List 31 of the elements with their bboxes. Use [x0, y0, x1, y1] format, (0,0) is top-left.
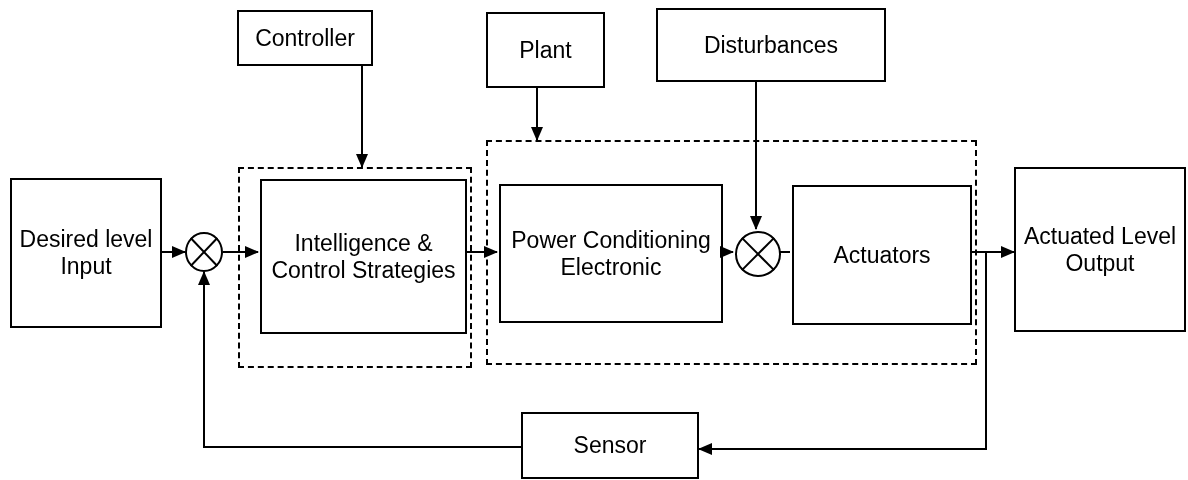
arrow — [698, 251, 987, 455]
arrow — [464, 246, 498, 258]
block-label: Desired level Input — [18, 226, 154, 280]
block-box — [10, 178, 162, 328]
dashed-group-box — [238, 167, 472, 368]
block-label: Plant — [518, 36, 573, 64]
summing-junction — [735, 231, 781, 277]
block-box — [792, 185, 972, 325]
dashed-group-box — [486, 140, 977, 365]
block-label: Power Conditioning Electronic — [510, 226, 712, 281]
block-label: Actuators — [832, 241, 932, 269]
block-box — [499, 184, 723, 323]
arrow — [720, 246, 734, 258]
block-box — [1014, 167, 1186, 332]
arrow — [198, 271, 522, 448]
block-label: Controller — [254, 24, 356, 52]
arrow — [222, 246, 259, 258]
block-label: Intelligence & Control Strategies — [270, 229, 457, 284]
block-label: Actuated Level Output — [1022, 222, 1178, 277]
block-label: Sensor — [572, 432, 648, 459]
arrow — [161, 246, 186, 258]
block-box — [486, 12, 605, 88]
block-box — [260, 179, 467, 334]
block-box — [237, 10, 373, 66]
summing-junction — [185, 232, 223, 272]
arrow — [750, 81, 762, 230]
block-box — [521, 412, 699, 479]
block-label: Disturbances — [702, 31, 840, 59]
arrow — [531, 87, 543, 141]
arrow — [356, 65, 368, 168]
block-box — [656, 8, 886, 82]
